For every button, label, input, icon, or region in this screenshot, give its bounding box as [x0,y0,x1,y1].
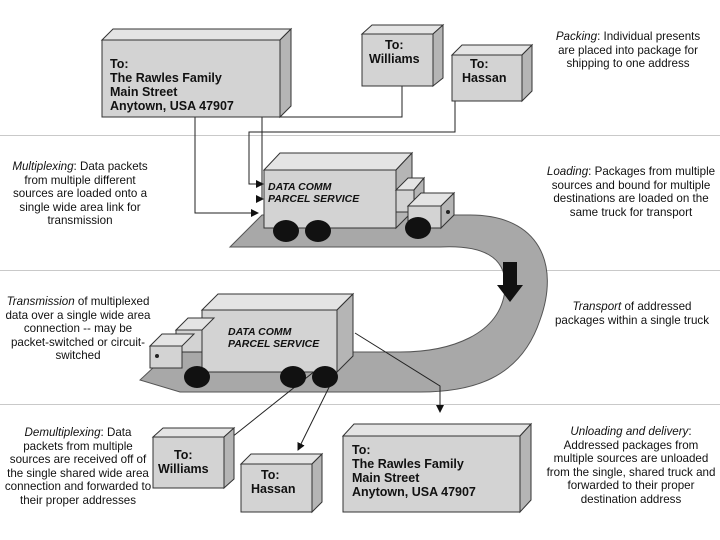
package-label-rawles-top: To: The Rawles Family Main Street Anytow… [110,57,234,113]
package-label-hassan-top: To: Hassan [462,57,507,85]
note-unloading: Unloading and delivery: Addressed packag… [546,425,716,506]
package-rawles-bottom [341,422,533,514]
package-label-williams-bottom: To: Williams [158,448,209,476]
section-divider [0,404,720,405]
road [139,214,548,393]
note-loading: Loading: Packages from multiple sources … [546,165,716,219]
truck-top [262,151,456,242]
package-label-williams-top: To: Williams [369,38,420,66]
note-transport: Transport of addressed packages within a… [554,300,710,327]
package-williams-top [360,23,445,88]
package-label-hassan-bottom: To: Hassan [251,468,296,496]
note-transmission: Transmission of multiplexed data over a … [5,295,151,363]
section-divider [0,135,720,136]
package-rawles-top [100,27,293,119]
direction-arrow [497,262,523,302]
package-williams-bottom [151,426,236,490]
note-demultiplexing: Demultiplexing: Data packets from multip… [4,426,152,507]
truck-bottom [148,292,355,388]
note-multiplexing: Multiplexing: Data packets from multiple… [12,160,148,228]
truck-label-bottom: DATA COMM PARCEL SERVICE [228,326,320,350]
section-divider [0,270,720,271]
note-packing: Packing: Individual presents are placed … [555,30,701,71]
package-hassan-top [450,43,534,103]
package-label-rawles-bottom: To: The Rawles Family Main Street Anytow… [352,443,476,499]
package-hassan-bottom [239,452,324,514]
truck-label-top: DATA COMM PARCEL SERVICE [268,181,360,205]
